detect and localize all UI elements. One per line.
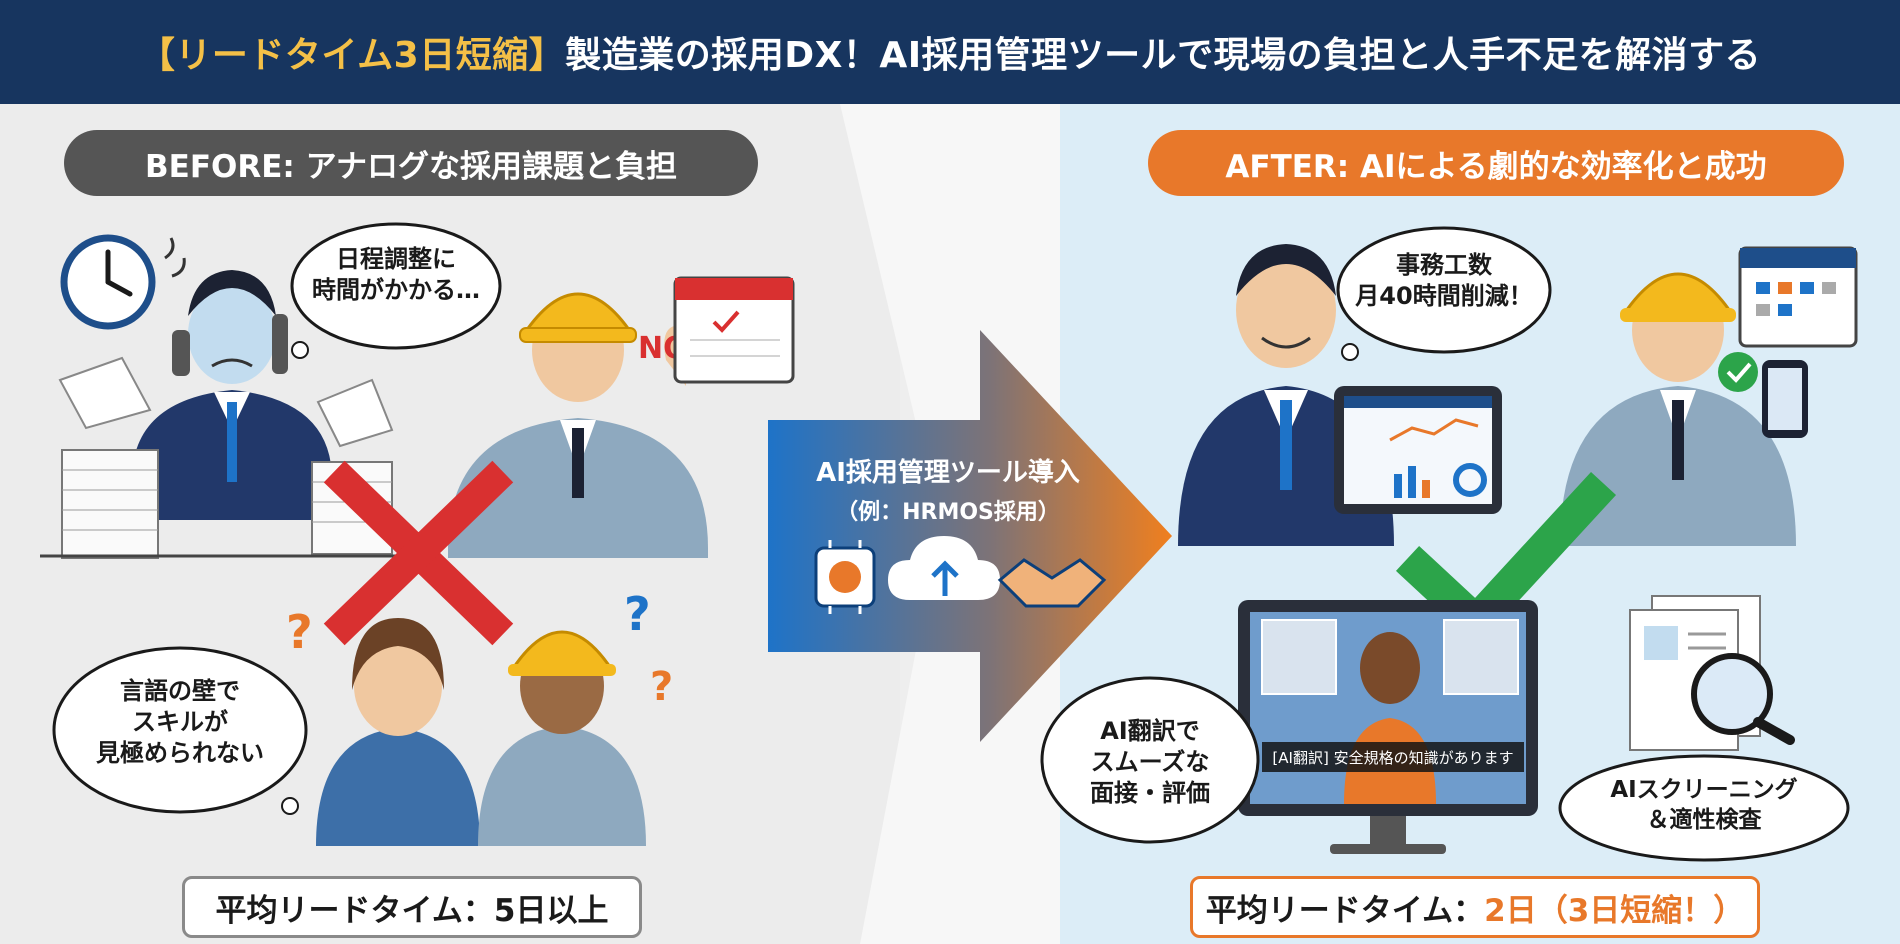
speech-bubble-work xyxy=(1336,226,1552,354)
speech-bubble-screening xyxy=(1558,754,1850,862)
cloud-upload-icon xyxy=(888,536,1000,600)
bubble-schedule-line: 時間がかかる… xyxy=(312,276,480,305)
ai-chip-icon xyxy=(814,540,876,614)
video-call-monitor-icon xyxy=(1238,600,1538,854)
bubble-language-line: 言語の壁で xyxy=(120,677,240,705)
bubble-schedule-line: 日程調整に xyxy=(336,245,456,273)
after-footer-value: 2日（3日短縮！） xyxy=(1484,892,1745,929)
question-mark-icon: ? xyxy=(650,664,673,710)
bubble-work-line: 事務工数 xyxy=(1396,251,1492,279)
bubble-translate-text: AI翻訳で スムーズな 面接・評価 xyxy=(1050,716,1250,810)
male-site-worker-icon xyxy=(478,630,646,846)
stressed-office-worker-icon xyxy=(132,270,332,520)
magnifier-icon xyxy=(1691,653,1795,745)
speech-bubble-schedule xyxy=(290,222,502,350)
bubble-translate-line: AI翻訳で xyxy=(1100,717,1200,745)
header-title: 製造業の採用DX！AI採用管理ツールで現場の負担と人手不足を解消する xyxy=(565,35,1762,76)
before-label: BEFORE: アナログな採用課題と負担 xyxy=(64,130,758,196)
speech-bubble-language xyxy=(52,646,308,814)
after-footer-prefix: 平均リードタイム： xyxy=(1205,892,1485,929)
arrow-subtitle: （例：HRMOS採用） xyxy=(836,500,1060,525)
transition-arrow xyxy=(768,330,1172,742)
question-mark-icon: ? xyxy=(624,587,651,641)
site-worker-phone-icon xyxy=(1560,272,1808,546)
clock-icon xyxy=(60,234,186,330)
bubble-work-line: 月40時間削減！ xyxy=(1355,282,1533,311)
flying-paper-icon xyxy=(316,378,394,448)
bubble-screening-line: AIスクリーニング xyxy=(1610,777,1798,803)
site-worker-no-icon xyxy=(448,292,708,558)
arrow-title: AI採用管理ツール導入 xyxy=(816,458,1080,488)
small-check-icon xyxy=(1718,352,1758,392)
translation-caption: [AI翻訳] 安全規格の知識があります xyxy=(1262,742,1524,772)
question-mark-icon: ? xyxy=(286,605,313,659)
speech-bubble-translate xyxy=(1040,676,1260,844)
calendar-icon xyxy=(1738,246,1858,348)
bubble-language-line: スキルが xyxy=(132,708,228,737)
handshake-icon xyxy=(997,558,1107,608)
header-banner: 【リードタイム3日短縮】 製造業の採用DX！AI採用管理ツールで現場の負担と人手… xyxy=(0,0,1900,104)
after-footer: 平均リードタイム： 2日（3日短縮！） xyxy=(1190,876,1760,938)
before-footer: 平均リードタイム：5日以上 xyxy=(182,876,642,938)
tablet-dashboard-icon xyxy=(1334,386,1502,514)
bubble-screening-line: ＆適性検査 xyxy=(1646,806,1762,833)
bubble-language-line: 見極められない xyxy=(96,739,264,768)
bubble-schedule-text: 日程調整に 時間がかかる… xyxy=(296,244,496,306)
calendar-icon xyxy=(673,276,795,384)
bubble-translate-line: 面接・評価 xyxy=(1090,779,1210,808)
bubble-translate-line: スムーズな xyxy=(1090,748,1210,777)
bubble-work-text: 事務工数 月40時間削減！ xyxy=(1344,250,1544,312)
female-worker-icon xyxy=(316,618,480,846)
red-x-icon xyxy=(323,460,514,646)
after-label: AFTER: AIによる劇的な効率化と成功 xyxy=(1148,130,1844,196)
paper-stack-icon xyxy=(61,449,159,559)
bubble-language-text: 言語の壁で スキルが 見極められない xyxy=(60,676,300,770)
header-highlight: 【リードタイム3日短縮】 xyxy=(138,35,566,76)
bubble-screening-text: AIスクリーニング ＆適性検査 xyxy=(1564,776,1844,836)
flying-paper-icon xyxy=(58,356,152,430)
